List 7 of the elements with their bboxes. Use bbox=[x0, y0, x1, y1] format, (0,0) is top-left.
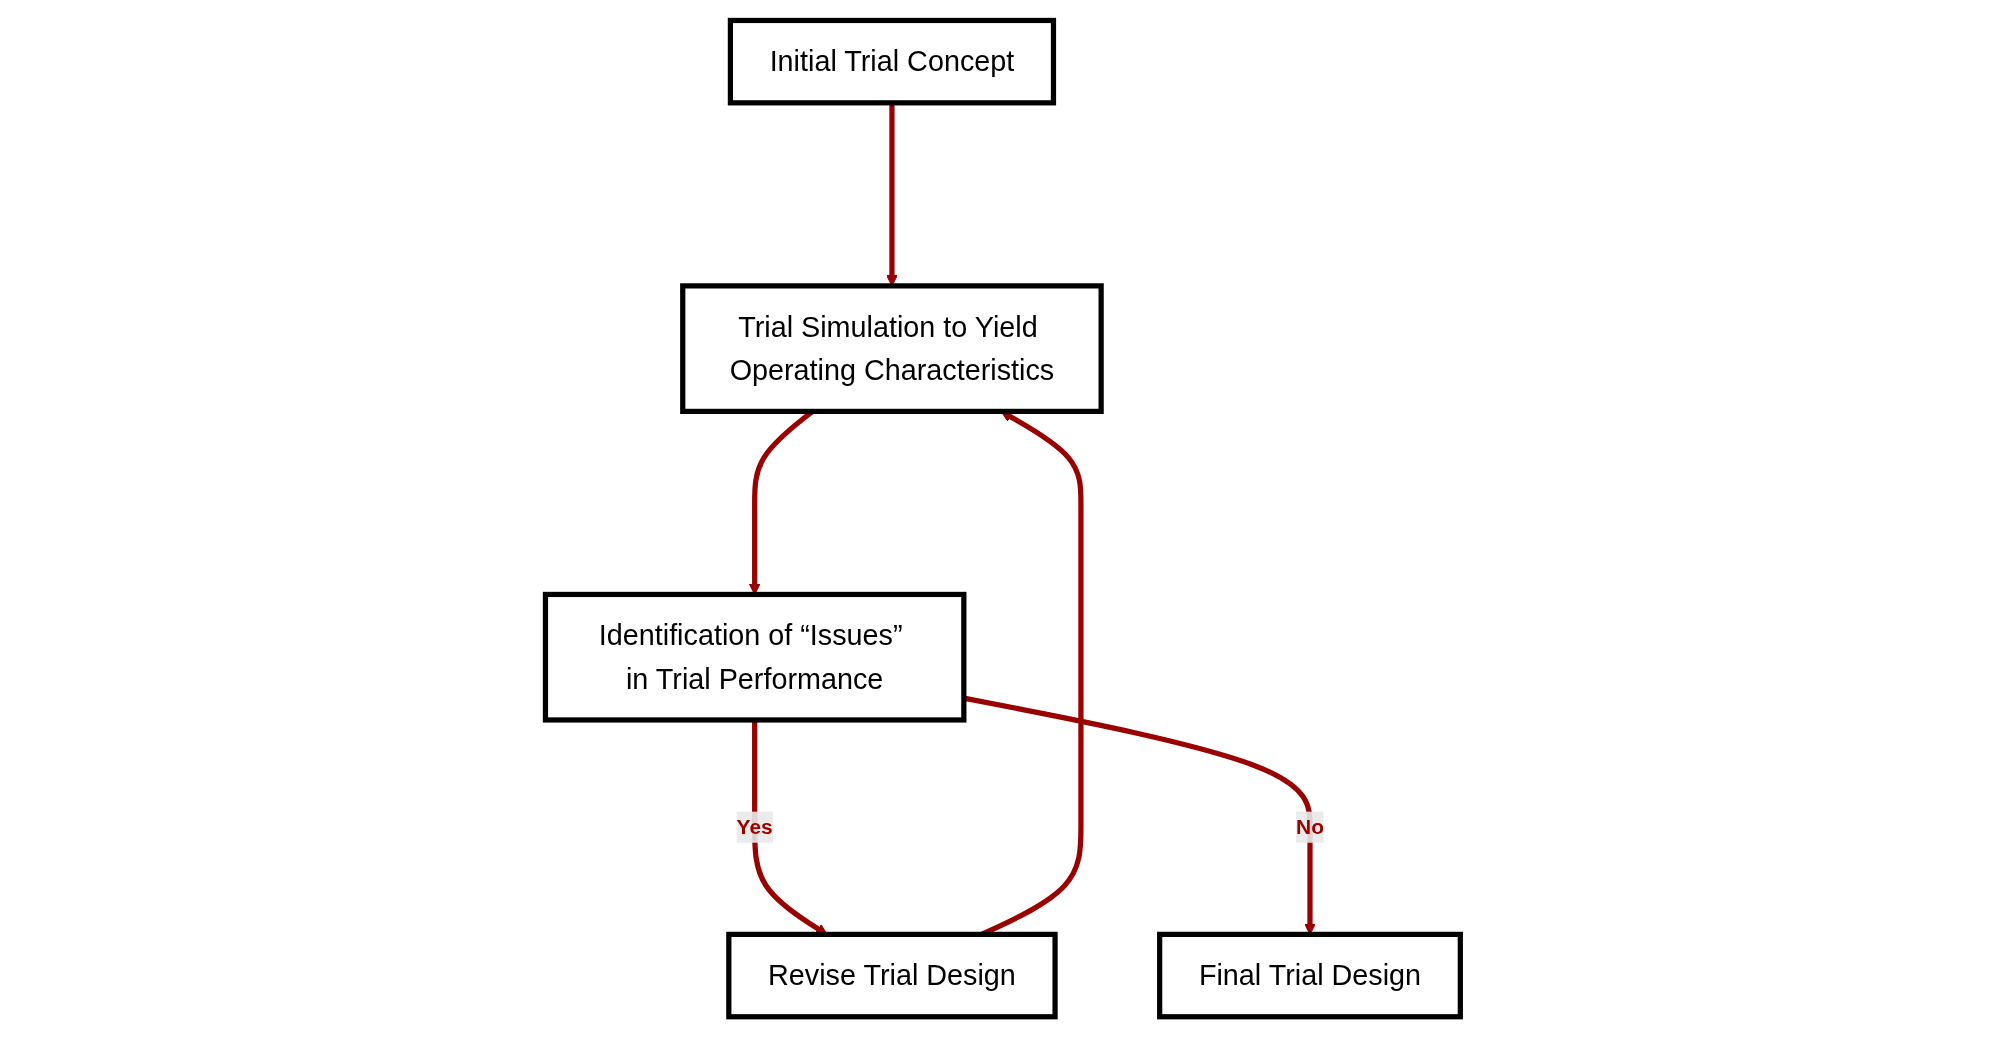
node-box: Trial Simulation to Yield Operating Characteristics bbox=[680, 283, 1104, 415]
node-box: Revise Trial Design bbox=[726, 932, 1058, 1020]
node-box: Final Trial Design bbox=[1157, 932, 1464, 1020]
edge-label: Yes bbox=[736, 815, 773, 839]
node-box: Identification of “Issues” in Trial Performance bbox=[542, 592, 967, 723]
node-box: Initial Trial Concept bbox=[727, 18, 1057, 106]
edge-label: No bbox=[1296, 815, 1325, 839]
